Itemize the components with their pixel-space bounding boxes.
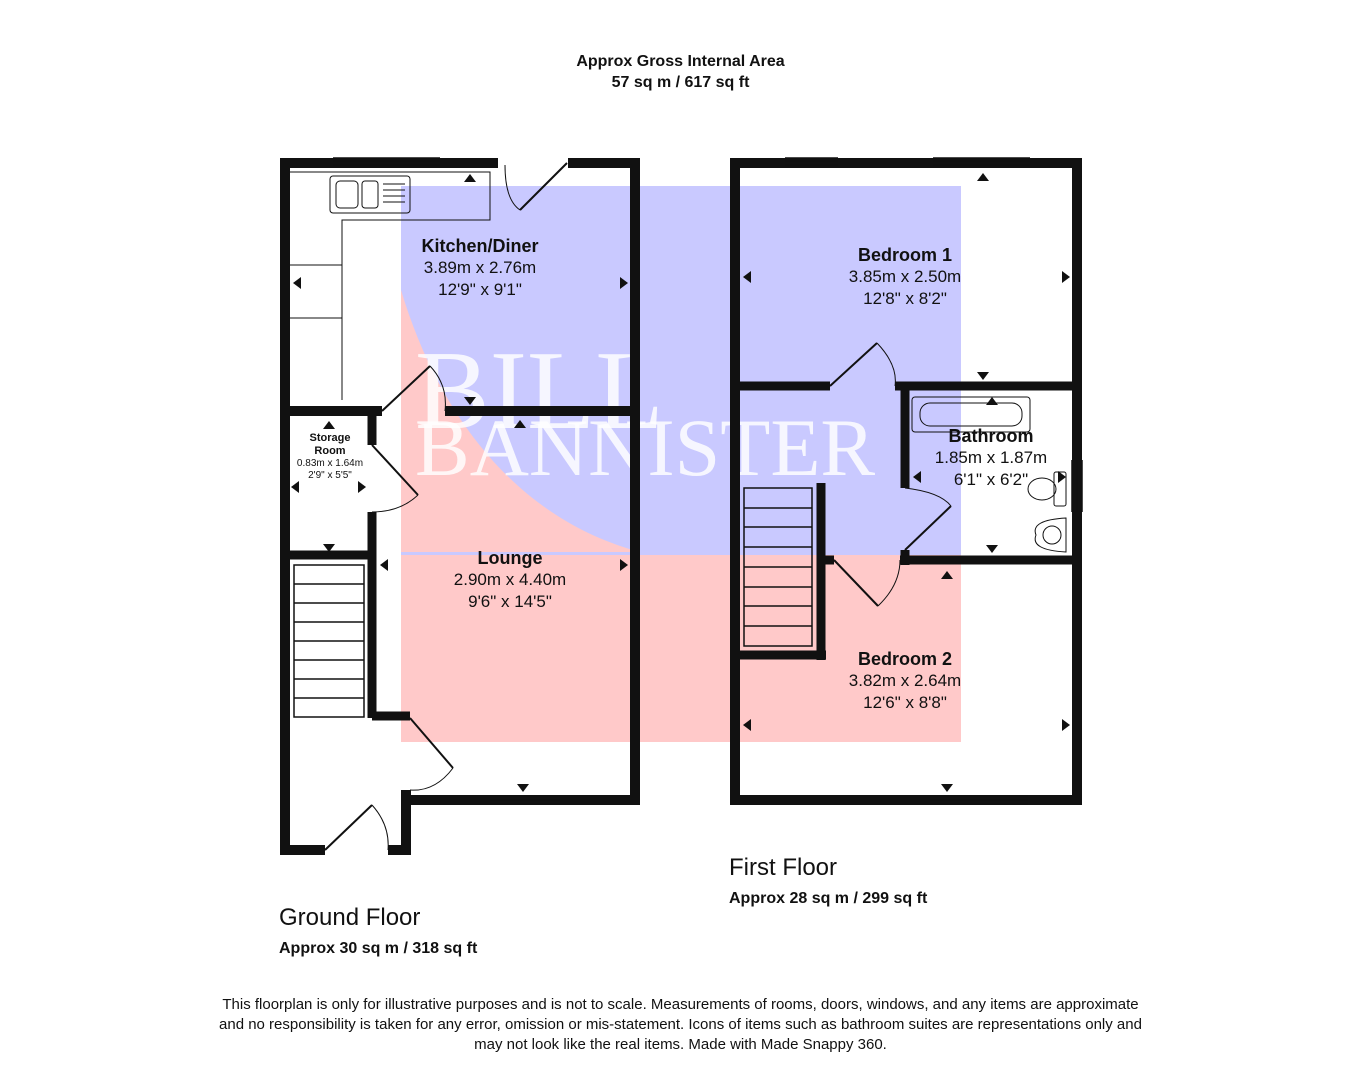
ff-bed1-window-left bbox=[785, 157, 838, 166]
disclaimer-line-3: may not look like the real items. Made w… bbox=[474, 1036, 887, 1053]
ff-bathtub bbox=[911, 396, 1031, 433]
gf-stairs bbox=[293, 564, 365, 718]
gf-kitchen-door bbox=[381, 365, 446, 412]
ff-bed2-window bbox=[930, 795, 1028, 805]
room-name: Bedroom 2 bbox=[857, 649, 953, 669]
disclaimer-line-2: and no responsibility is taken for any e… bbox=[219, 1016, 1142, 1033]
watermark-red-block bbox=[401, 555, 961, 742]
gf-lounge-door bbox=[409, 717, 454, 791]
ground-floor-plan bbox=[280, 157, 640, 855]
ff-bath-window bbox=[1071, 460, 1083, 512]
watermark-text-bannister: BANNISTER bbox=[415, 402, 875, 493]
gf-lounge-window bbox=[490, 795, 560, 805]
room-name: Bedroom 1 bbox=[857, 245, 953, 265]
room-label-kitchen: Kitchen/Diner 3.89m x 2.76m 12'9" x 9'1" bbox=[380, 235, 580, 301]
ff-stairs bbox=[743, 487, 813, 647]
room-name: Lounge bbox=[477, 548, 543, 568]
gf-worktop bbox=[290, 171, 491, 400]
room-imperial: 12'6" x 8'8" bbox=[863, 693, 947, 712]
gf-dimension-arrows bbox=[291, 174, 628, 792]
ff-toilet bbox=[1027, 471, 1067, 507]
room-name: Bathroom bbox=[948, 426, 1034, 446]
room-imperial: 9'6" x 14'5" bbox=[468, 592, 552, 611]
gf-storage-door bbox=[371, 444, 419, 513]
first-floor-plan bbox=[730, 157, 1083, 805]
room-imperial: 2'9" x 5'5" bbox=[308, 470, 352, 481]
ff-bed1-window-right bbox=[933, 157, 1030, 166]
room-imperial: 12'9" x 9'1" bbox=[438, 280, 522, 299]
gross-area-value: 57 sq m / 617 sq ft bbox=[611, 74, 750, 91]
room-metric: 3.82m x 2.64m bbox=[848, 671, 962, 690]
room-metric: 2.90m x 4.40m bbox=[453, 570, 567, 589]
room-metric: 1.85m x 1.87m bbox=[934, 448, 1048, 467]
room-imperial: 12'8" x 8'2" bbox=[863, 289, 947, 308]
room-metric: 3.85m x 2.50m bbox=[848, 267, 962, 286]
room-label-bedroom1: Bedroom 1 3.85m x 2.50m 12'8" x 8'2" bbox=[805, 244, 1005, 310]
ground-floor-title: Ground Floor bbox=[279, 904, 421, 931]
gf-kitchen-window bbox=[333, 157, 440, 166]
gf-front-door bbox=[324, 804, 389, 851]
ff-dimension-arrows bbox=[743, 173, 1070, 792]
room-name: Kitchen/Diner bbox=[421, 236, 539, 256]
gf-back-door bbox=[504, 162, 568, 211]
room-name: Storage Room bbox=[309, 432, 351, 457]
ff-bath-door bbox=[904, 487, 952, 551]
ff-basin bbox=[1034, 517, 1067, 553]
ff-bed1-door bbox=[829, 342, 896, 387]
ff-bed2-door bbox=[833, 559, 901, 607]
room-metric: 3.89m x 2.76m bbox=[423, 258, 537, 277]
room-label-bathroom: Bathroom 1.85m x 1.87m 6'1" x 6'2" bbox=[906, 425, 1076, 491]
room-imperial: 6'1" x 6'2" bbox=[953, 470, 1029, 489]
gf-sink bbox=[329, 175, 411, 214]
disclaimer-line-1: This floorplan is only for illustrative … bbox=[222, 996, 1139, 1013]
first-floor-title: First Floor bbox=[729, 854, 837, 881]
room-label-lounge: Lounge 2.90m x 4.40m 9'6" x 14'5" bbox=[410, 547, 610, 613]
watermark-logo: BILL BANNISTER bbox=[401, 186, 961, 742]
room-label-storage: Storage Room 0.83m x 1.64m 2'9" x 5'5" bbox=[288, 432, 372, 482]
room-metric: 0.83m x 1.64m bbox=[296, 458, 364, 469]
watermark-red-swoosh bbox=[401, 290, 640, 552]
watermark-text-bill: BILL bbox=[415, 329, 664, 453]
first-floor-area: Approx 28 sq m / 299 sq ft bbox=[729, 890, 928, 907]
gross-area-heading: Approx Gross Internal Area bbox=[576, 53, 785, 70]
ground-floor-area: Approx 30 sq m / 318 sq ft bbox=[279, 940, 478, 957]
room-label-bedroom2: Bedroom 2 3.82m x 2.64m 12'6" x 8'8" bbox=[805, 648, 1005, 714]
